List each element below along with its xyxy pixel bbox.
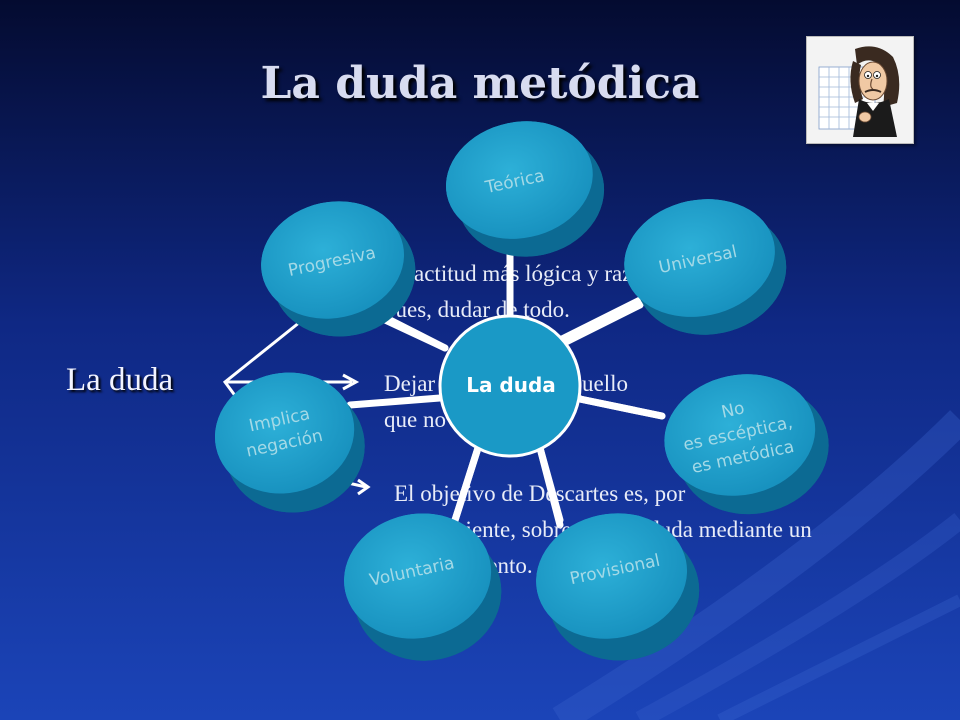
- slide-title: La duda metódica: [260, 58, 700, 109]
- label-no-esceptica-line-1: No: [719, 398, 747, 423]
- hub-circle: [438, 314, 582, 458]
- paragraph-1-line-2: pues, dudar de todo.: [384, 297, 570, 322]
- descartes-portrait: [806, 36, 914, 144]
- paragraph-3-line-1: El objetivo de Descartes es, por: [394, 481, 686, 506]
- la-duda-label: La duda: [66, 362, 174, 398]
- descartes-cartoon-image: [818, 46, 900, 137]
- hub-label: La duda: [466, 373, 556, 397]
